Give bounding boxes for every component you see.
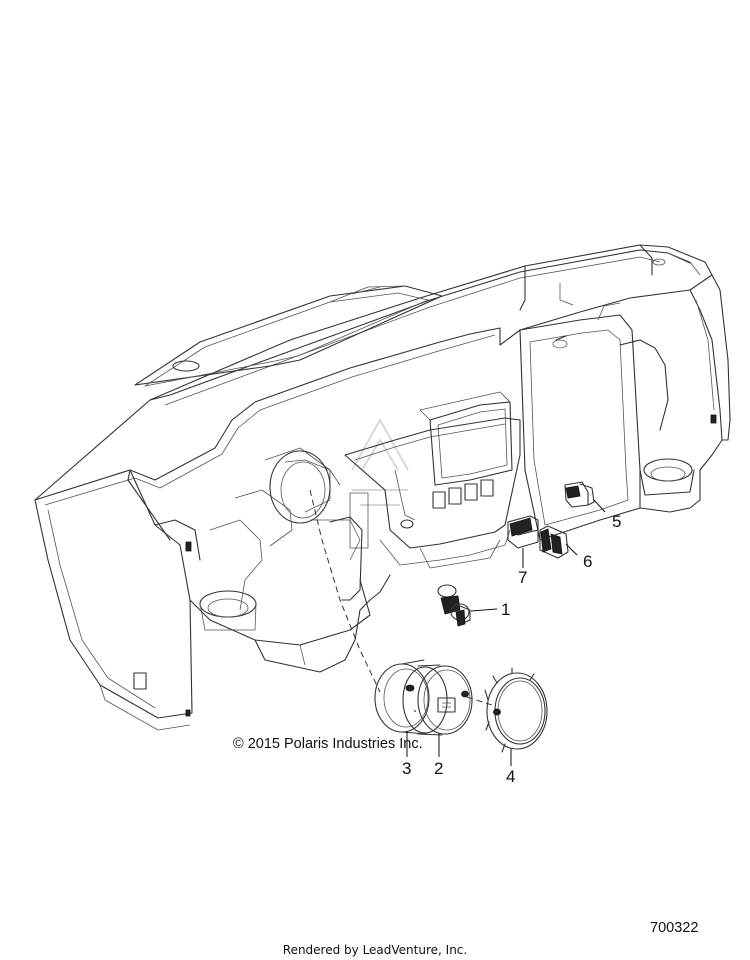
assembly-line-gauge	[309, 489, 381, 693]
callout-6[interactable]: 6	[583, 552, 593, 571]
watermark-logo	[351, 417, 409, 506]
part-4-bezel-ring	[484, 667, 548, 766]
callout-3[interactable]: 3	[402, 759, 412, 778]
callout-7[interactable]: 7	[518, 568, 528, 587]
callout-5[interactable]: 5	[612, 512, 622, 531]
part-3-gauge-housing	[374, 659, 430, 757]
part-2-gauge	[402, 664, 473, 757]
callout-1[interactable]: 1	[501, 600, 511, 619]
callout-2[interactable]: 2	[434, 759, 444, 778]
part-6-switch	[539, 525, 578, 559]
copyright-notice: © 2015 Polaris Industries Inc.	[233, 736, 423, 752]
part-1-ignition-switch	[437, 584, 498, 627]
rendered-by-footer: Rendered by LeadVenture, Inc.	[282, 943, 468, 957]
part-5-switch	[564, 481, 606, 513]
part-7-switch	[507, 515, 539, 568]
drawing-number: 700322	[650, 920, 699, 936]
callout-4[interactable]: 4	[506, 767, 516, 786]
dashboard-assembly	[34, 244, 731, 731]
